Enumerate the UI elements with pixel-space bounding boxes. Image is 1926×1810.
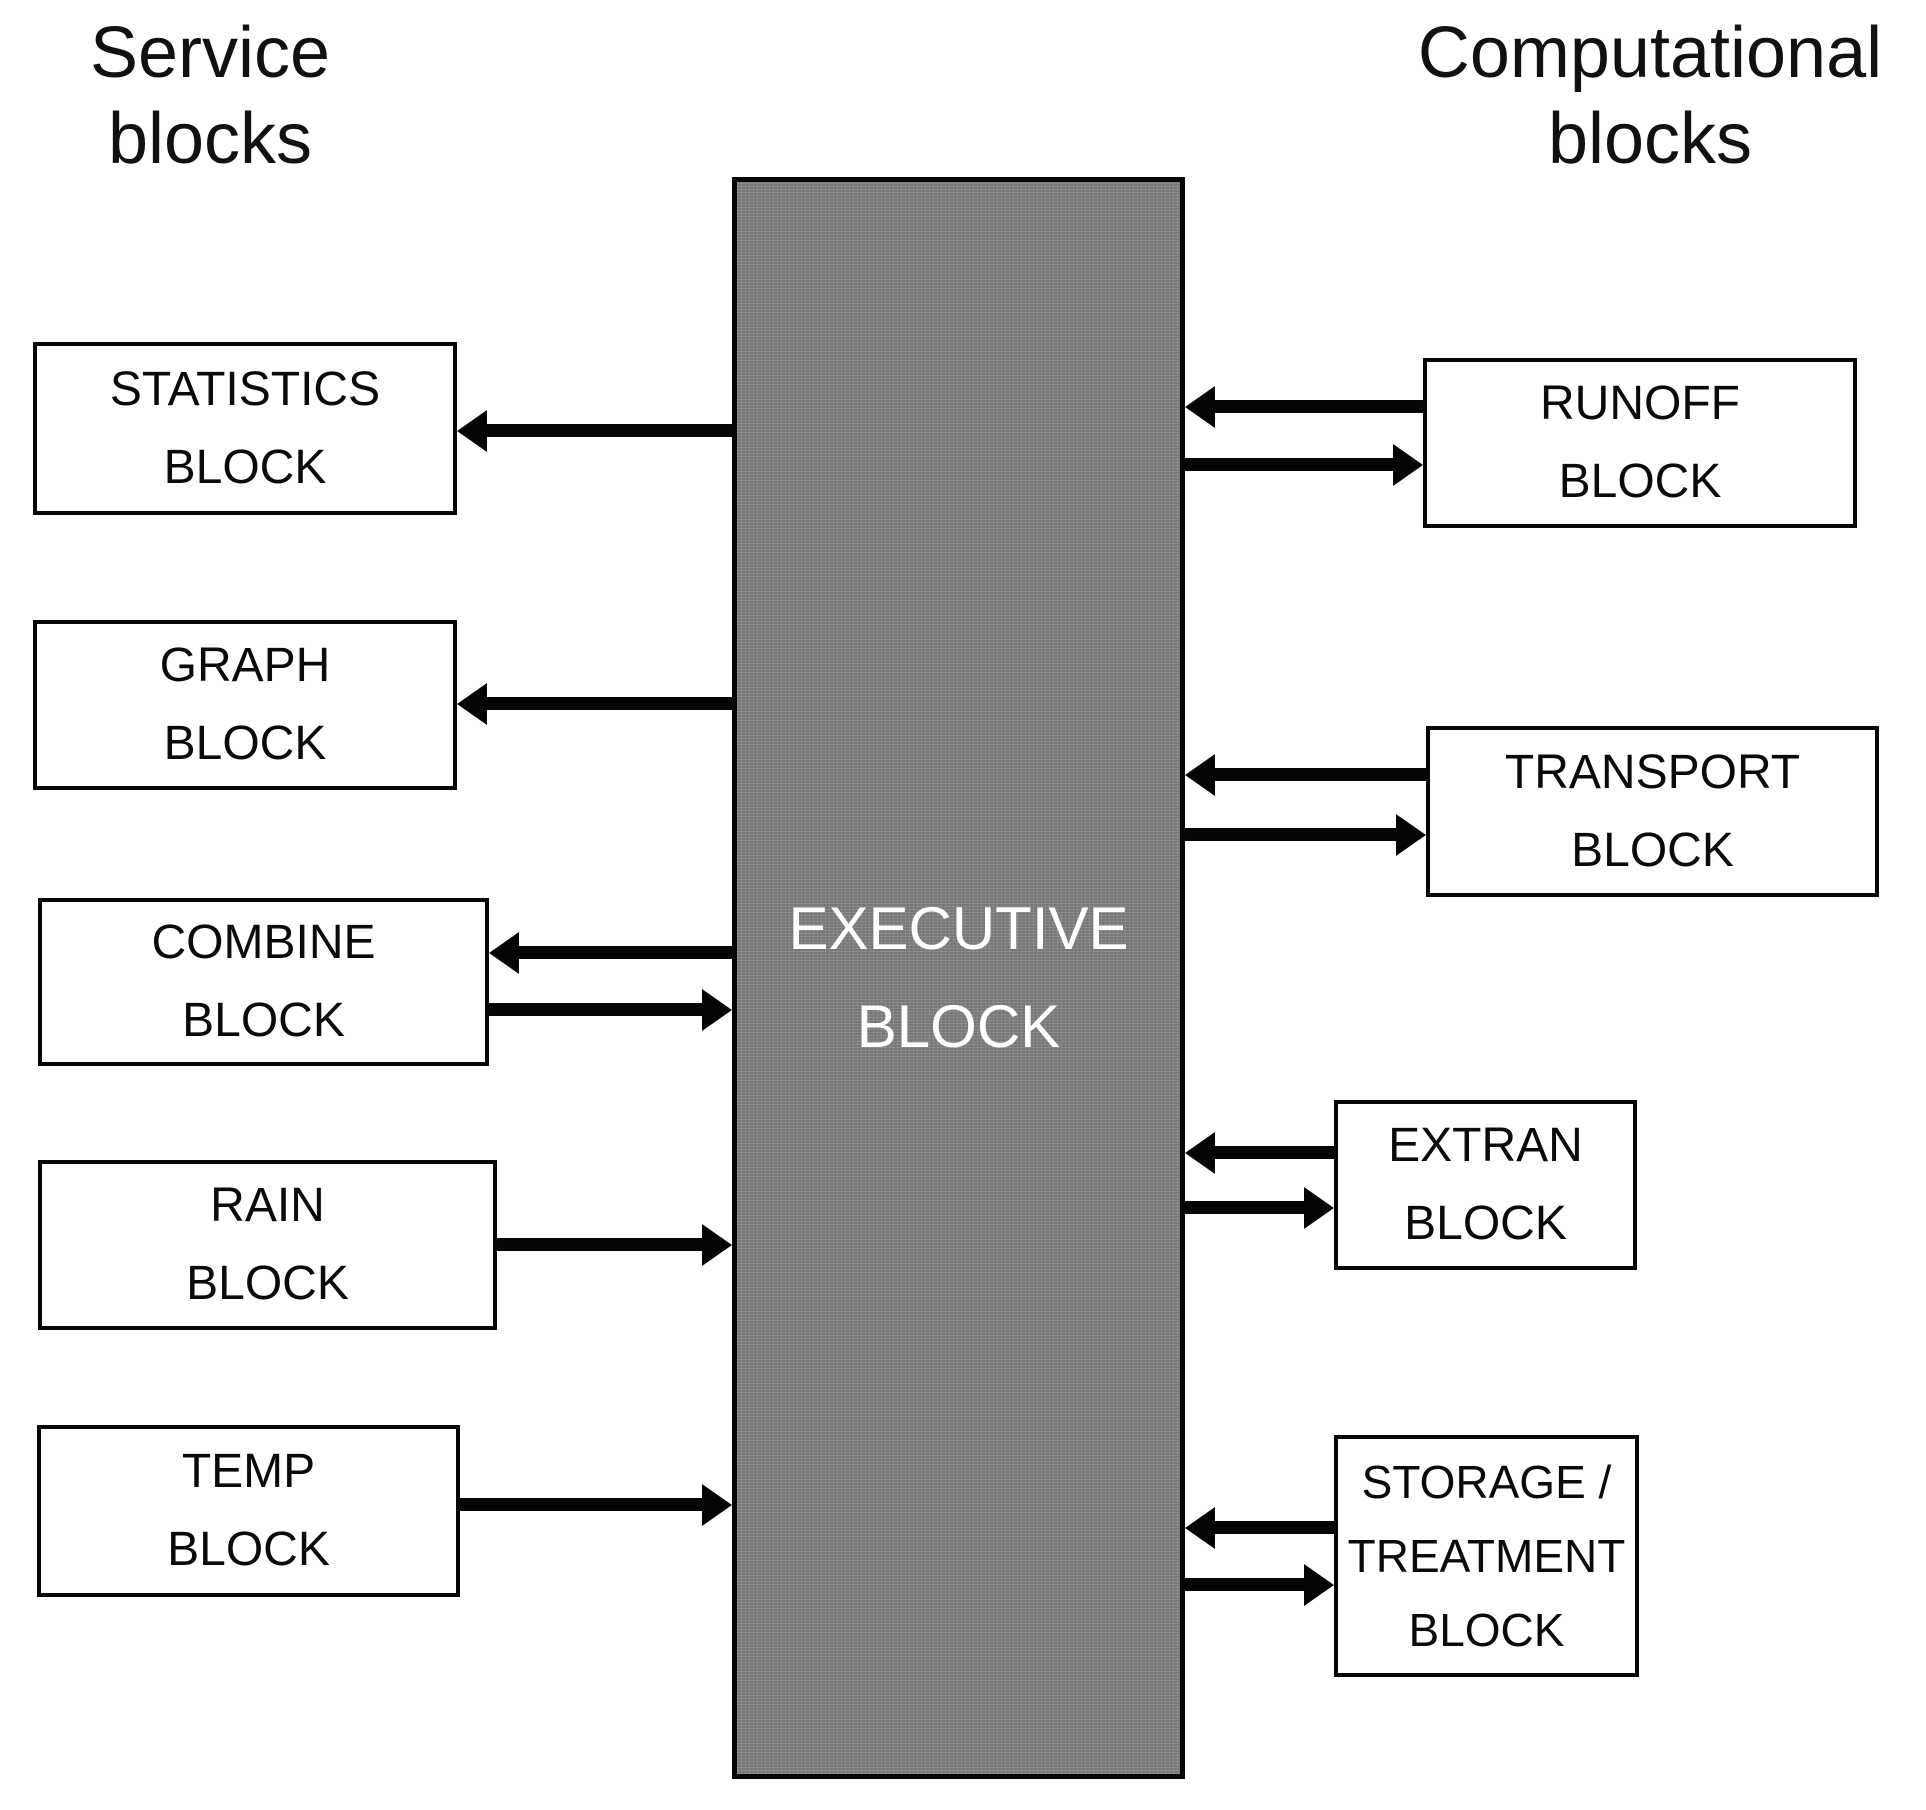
service-blocks-title: Service blocks bbox=[0, 10, 420, 182]
block-label-line: BLOCK bbox=[163, 440, 327, 494]
block-label-line: STATISTICS bbox=[109, 362, 381, 416]
computational-blocks-title: Computational blocks bbox=[1395, 10, 1905, 182]
statistics-block: STATISTICS BLOCK bbox=[33, 342, 457, 515]
service-blocks-title-line2: blocks bbox=[107, 99, 313, 179]
block-label-line: TREATMENT bbox=[1347, 1530, 1626, 1582]
block-label-line: TEMP bbox=[181, 1445, 316, 1498]
arrow-executive-to-graph bbox=[487, 697, 732, 710]
arrow-temp-to-executive bbox=[460, 1498, 702, 1511]
arrow-executive-to-statistics bbox=[487, 424, 732, 437]
extran-block: EXTRAN BLOCK bbox=[1334, 1100, 1637, 1270]
runoff-block: RUNOFF BLOCK bbox=[1423, 358, 1857, 528]
computational-blocks-title-line1: Computational bbox=[1417, 13, 1883, 93]
arrow-transport-to-executive bbox=[1215, 768, 1426, 781]
block-label-line: STORAGE / bbox=[1361, 1456, 1612, 1508]
arrow-executive-to-runoff bbox=[1185, 458, 1393, 471]
computational-blocks-title-line2: blocks bbox=[1547, 99, 1753, 179]
executive-block: EXECUTIVE BLOCK bbox=[732, 177, 1185, 1779]
block-label-line: COMBINE bbox=[151, 916, 376, 969]
block-label-line: BLOCK bbox=[167, 1523, 330, 1576]
block-label-line: BLOCK bbox=[1404, 1197, 1567, 1250]
block-label-line: RAIN bbox=[210, 1179, 325, 1232]
rain-block: RAIN BLOCK bbox=[38, 1160, 497, 1330]
combine-block: COMBINE BLOCK bbox=[38, 898, 489, 1066]
arrow-combine-to-executive bbox=[489, 1003, 702, 1016]
arrow-extran-to-executive bbox=[1215, 1146, 1334, 1159]
block-label-line: BLOCK bbox=[1408, 1604, 1565, 1656]
block-label-line: RUNOFF bbox=[1540, 377, 1740, 430]
block-label-line: EXTRAN bbox=[1388, 1119, 1583, 1172]
block-label-line: GRAPH bbox=[159, 639, 331, 692]
arrow-storage-to-executive bbox=[1215, 1521, 1334, 1534]
storage-treatment-block: STORAGE / TREATMENT BLOCK bbox=[1334, 1435, 1639, 1677]
block-label-line: BLOCK bbox=[163, 717, 327, 770]
temp-block: TEMP BLOCK bbox=[37, 1425, 460, 1597]
arrow-executive-to-combine bbox=[519, 946, 732, 959]
arrow-executive-to-transport bbox=[1185, 828, 1396, 841]
block-label-line: BLOCK bbox=[182, 994, 345, 1047]
block-label-line: BLOCK bbox=[1571, 823, 1734, 877]
arrow-rain-to-executive bbox=[497, 1238, 702, 1251]
arrow-executive-to-extran bbox=[1185, 1201, 1304, 1214]
executive-block-label-line2: BLOCK bbox=[856, 993, 1061, 1060]
graph-block: GRAPH BLOCK bbox=[33, 620, 457, 790]
block-label-line: BLOCK bbox=[186, 1257, 349, 1310]
transport-block: TRANSPORT BLOCK bbox=[1426, 726, 1879, 897]
arrow-runoff-to-executive bbox=[1215, 400, 1423, 413]
executive-block-label-line1: EXECUTIVE bbox=[788, 895, 1129, 962]
service-blocks-title-line1: Service bbox=[89, 13, 331, 93]
block-label-line: TRANSPORT bbox=[1504, 745, 1801, 799]
block-label-line: BLOCK bbox=[1558, 455, 1722, 508]
arrow-executive-to-storage bbox=[1185, 1578, 1304, 1591]
